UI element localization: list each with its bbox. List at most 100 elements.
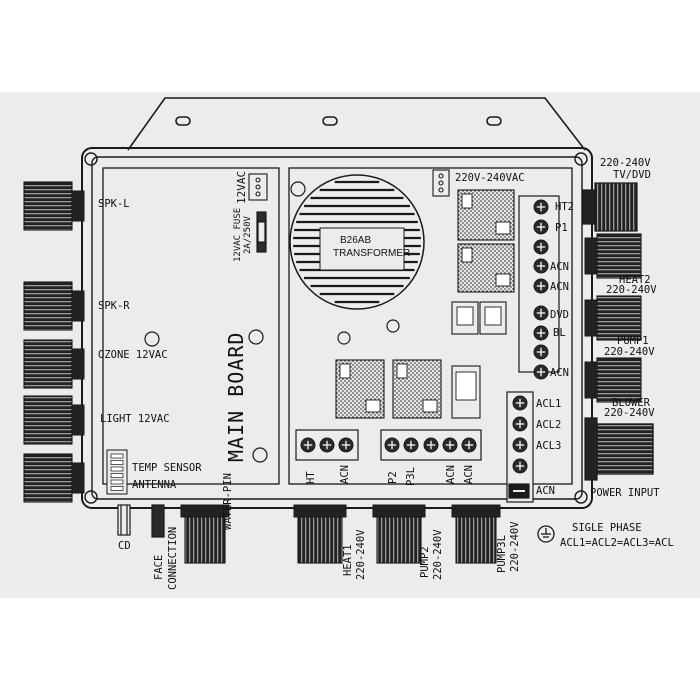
dip-pin — [110, 473, 124, 478]
temp-sensor-label: TEMP SENSOR — [132, 462, 202, 474]
left-gland — [23, 453, 73, 503]
left-gland — [23, 281, 73, 331]
terminal-acl2: ACL2 — [536, 419, 562, 431]
transformer-label-1: B26AB — [340, 235, 372, 246]
right-gland-nut — [584, 237, 598, 275]
terminal-acn-b: ACN — [550, 281, 569, 293]
bottom-gland — [455, 516, 497, 564]
face-connector — [151, 504, 165, 538]
fuse-label: 12VAC FUSE — [233, 207, 243, 262]
terminal-ht2: HT2 — [555, 201, 574, 213]
header-12v — [248, 173, 268, 201]
terminal-p3l: P3L — [405, 467, 417, 486]
right-cable-glands — [584, 233, 642, 403]
relay-window — [495, 273, 511, 287]
left-gland-nut — [71, 348, 85, 380]
dip-pin — [110, 460, 124, 465]
dip-pin — [110, 453, 124, 459]
terminal-acn-2: ACN — [445, 465, 457, 484]
pump3l-voltage-label: 220-240V — [509, 521, 521, 572]
terminal-p1: P1 — [555, 222, 568, 234]
cd-label: CD — [118, 540, 131, 552]
power-board-outline — [288, 167, 573, 485]
face-label: FACE — [153, 554, 165, 580]
left-gland — [23, 395, 73, 445]
right-gland — [596, 357, 642, 403]
transformer — [289, 174, 425, 310]
heat2-label: HEAT2 — [619, 274, 651, 286]
bottom-gland-nut — [372, 504, 426, 518]
power-input-label: POWER INPUT — [590, 487, 660, 499]
connection-label: CONNECTION — [167, 526, 179, 590]
single-phase-label: SIGLE PHASE — [572, 522, 642, 534]
ozone-label: OZONE 12VAC — [98, 349, 168, 361]
terminal-block-bottom-1 — [295, 429, 359, 461]
small-relay-window — [456, 306, 474, 326]
water-pin-label: WATER-PIN — [222, 473, 234, 530]
right-gland-nut — [584, 361, 598, 399]
relay-window — [339, 363, 351, 379]
left-gland — [23, 181, 73, 231]
header-220v-label: 220V-240VAC — [455, 172, 525, 184]
mounting-holes — [144, 181, 400, 463]
left-gland-nut — [71, 190, 85, 222]
heat2-voltage-label: 220-240V — [606, 284, 657, 296]
header-12v-label: 12VAC — [235, 170, 248, 204]
dip-pin — [110, 486, 124, 491]
relay-window — [461, 247, 473, 263]
right-gland — [596, 295, 642, 341]
header-220v — [432, 169, 450, 197]
right-gland-nut — [584, 299, 598, 337]
terminal-dvd: DVD — [550, 309, 569, 321]
phase-formula-label: ACL1=ACL2=ACL3=ACL — [560, 537, 674, 549]
bottom-gland — [376, 516, 422, 564]
bottom-gland — [184, 516, 226, 564]
heat1-voltage-label: 220-240V — [355, 529, 367, 580]
pump1-label: PUMP1 — [617, 335, 649, 347]
antenna-label: ANTENNA — [132, 479, 177, 491]
blower-voltage-label: 220-240V — [604, 407, 655, 419]
relay-window — [365, 399, 381, 413]
terminal-block-bottom-2 — [380, 429, 482, 461]
left-gland — [23, 339, 73, 389]
terminal-acl3: ACL3 — [536, 440, 562, 452]
heat1-label: HEAT1 — [342, 544, 354, 576]
left-cable-glands — [23, 181, 85, 503]
left-gland-nut — [71, 290, 85, 322]
pump2-voltage-label: 220-240V — [432, 529, 444, 580]
ground-icon — [537, 525, 555, 543]
pump1-voltage-label: 220-240V — [604, 346, 655, 358]
spk-l-label: SPK-L — [98, 198, 130, 210]
right-gland — [596, 233, 642, 279]
light-label: LIGHT 12VAC — [100, 413, 170, 425]
tv-dvd-label: TV/DVD — [613, 169, 651, 181]
terminal-acn-3: ACN — [463, 465, 475, 484]
bottom-gland-nut — [451, 504, 501, 518]
relay-window — [495, 221, 511, 235]
blower-label: BLOWER — [612, 397, 650, 409]
dip-pin — [110, 479, 124, 485]
terminal-p2: P2 — [387, 471, 399, 484]
cd-connector — [117, 504, 131, 536]
small-relay-window — [484, 306, 502, 326]
main-board-title: MAIN BOARD — [224, 331, 248, 462]
terminal-acn-a: ACN — [550, 261, 569, 273]
pump3l-label: PUMP3L — [496, 535, 508, 573]
bottom-cable-glands — [180, 504, 501, 564]
pump2-label: PUMP2 — [419, 546, 431, 578]
tv-voltage-label: 220-240V — [600, 157, 651, 169]
left-gland-nut — [71, 404, 85, 436]
terminal-bl: BL — [553, 327, 566, 339]
fuse-rating-label: 2A/250V — [243, 216, 253, 254]
main-board-outline — [102, 167, 280, 485]
mounting-bracket — [127, 97, 586, 151]
terminal-acn-1: ACN — [339, 465, 351, 484]
terminal-acn-c: ACN — [550, 367, 569, 379]
transformer-label-2: TRANSFORMER — [333, 248, 411, 259]
spk-r-label: SPK-R — [98, 300, 130, 312]
relay-window — [422, 399, 438, 413]
left-gland-nut — [71, 462, 85, 494]
bottom-gland-nut — [293, 504, 347, 518]
dip-switch — [106, 449, 128, 495]
